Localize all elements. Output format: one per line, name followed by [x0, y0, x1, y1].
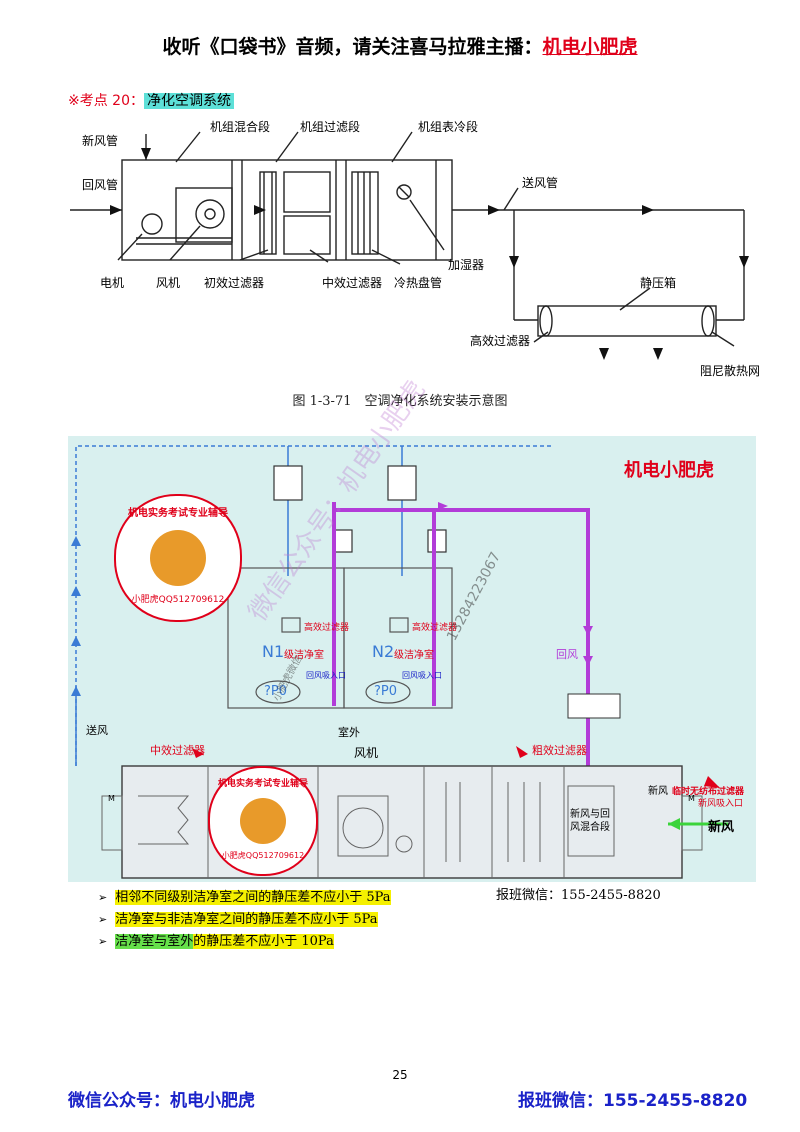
static-pressure-box: [537, 305, 717, 337]
label-hepa-1: 高效过滤器: [304, 623, 350, 633]
label-return: 回风: [556, 648, 578, 661]
label-hepa-2: 高效过滤器: [412, 623, 458, 633]
brand-badge-small: 机电实务考试专业辅导 小肥虎QQ512709612: [208, 766, 318, 876]
badge-text-large: 机电实务考试专业辅导: [128, 508, 228, 519]
badge-qq-large: 小肥虎QQ512709612: [131, 595, 225, 605]
label-fan-2: 风机: [354, 746, 379, 760]
cleanroom-diagram-svg: [71, 445, 728, 879]
page-header: 收听《口袋书》音频，请关注喜马拉雅主播：机电小肥虎: [0, 32, 800, 59]
label-primary-filter: 初效过滤器: [204, 276, 265, 290]
ahu-casing: [121, 159, 453, 261]
header-prefix: 收听《口袋书》音频，请关注喜马拉雅主播：: [162, 36, 543, 58]
hepa-n2: [389, 617, 409, 633]
note-bullet-icon: ➢: [98, 935, 108, 948]
label-motor: 电机: [100, 276, 125, 290]
label-fresh-air: 新风: [708, 820, 735, 835]
register-wechat: 报班微信：155-2455-8820: [496, 888, 661, 903]
label-p-n1: ?P0: [264, 684, 288, 699]
key-point-topic: 净化空调系统: [144, 93, 234, 109]
supply-damper-n1: [273, 465, 303, 501]
fan-wheel: [195, 199, 225, 229]
label-n1: N1: [262, 642, 285, 661]
label-filter-section: 机组过滤段: [300, 120, 361, 134]
return-damper: [567, 693, 621, 719]
label-n2-level: 级洁净室: [394, 650, 434, 661]
humidifier-symbol: [396, 184, 412, 200]
label-n1-level: 级洁净室: [284, 650, 324, 661]
note-3: ➢洁净室与室外的静压差不应小于 10Pa: [98, 934, 334, 949]
cooling-coil: [351, 171, 379, 255]
label-medium-filter-2: 中效过滤器: [150, 744, 205, 757]
figure-cleanroom-diagram: 机电实务考试专业辅导 小肥虎QQ512709612 机电实务考试专业辅导 小肥虎…: [68, 375, 756, 882]
cleanroom-n2: [343, 567, 453, 709]
tiger-logo-icon-2: [240, 798, 286, 844]
label-fresh-air-pipe: 新风管: [82, 134, 119, 148]
badge-qq-small: 小肥虎QQ512709612: [221, 851, 305, 860]
label-coarse-filter: 粗效过滤器: [532, 744, 587, 757]
label-hepa-filter: 高效过滤器: [470, 334, 531, 348]
label-return-inlet-2: 回风吸入口: [402, 671, 442, 680]
note-bullet-icon: ➢: [98, 913, 108, 926]
header-brand[interactable]: 机电小肥虎: [542, 36, 638, 58]
label-temp-filter: 临时无纺布过滤器: [672, 787, 745, 797]
motor-symbol: [141, 213, 163, 235]
note-1: ➢相邻不同级别洁净室之间的静压差不应小于 5Pa: [98, 890, 391, 905]
brand-badge-large: 机电实务考试专业辅导 小肥虎QQ512709612: [114, 494, 242, 622]
label-mix-section: 新风与回风混合段: [570, 809, 610, 833]
ahu-schematic-svg: [70, 131, 749, 360]
label-coil: 冷热盘管: [394, 276, 443, 290]
label-supply: 送风: [86, 724, 108, 737]
medium-filter-top: [283, 171, 331, 213]
label-fan: 风机: [156, 276, 181, 290]
label-damper-net: 阻尼散热网: [700, 364, 761, 378]
note-2: ➢洁净室与非洁净室之间的静压差不应小于 5Pa: [98, 912, 378, 927]
label-return-air-pipe: 回风管: [82, 178, 119, 192]
figure-ahu-schematic: 新风管 回风管 机组混合段 机组过滤段 机组表冷段 送风管 电机 风机 初效过滤…: [60, 110, 780, 390]
page-number: 25: [392, 1068, 408, 1082]
label-supply-pipe: 送风管: [522, 176, 559, 190]
label-return-inlet-1: 回风吸入口: [306, 671, 346, 680]
note-bullet-icon: ➢: [98, 891, 108, 904]
label-mixing-section: 机组混合段: [210, 120, 271, 134]
label-medium-filter: 中效过滤器: [322, 276, 383, 290]
label-p-n2: ?P0: [374, 684, 398, 699]
supply-damper-n2: [387, 465, 417, 501]
label-fresh-air-top: 新风: [648, 786, 668, 797]
label-static-box: 静压箱: [640, 276, 677, 290]
figure-caption: 图 1-3-71 空调净化系统安装示意图: [292, 394, 508, 409]
fan-housing: [175, 187, 233, 243]
label-humidifier: 加湿器: [448, 258, 485, 272]
primary-filter: [259, 171, 277, 255]
footer-register-wechat[interactable]: 报班微信：155-2455-8820: [518, 1091, 748, 1111]
footer-wechat-account[interactable]: 微信公众号：机电小肥虎: [68, 1091, 255, 1111]
fan-wheel-2: [342, 807, 384, 849]
label-n2: N2: [372, 642, 395, 661]
label-outdoor: 室外: [338, 726, 360, 739]
hepa-n1: [281, 617, 301, 633]
tiger-logo-icon: [150, 530, 206, 586]
label-motor-left: M: [108, 794, 115, 803]
medium-filter-bottom: [283, 215, 331, 255]
badge-text-small: 机电实务考试专业辅导: [217, 779, 308, 789]
key-point-mark: ※考点 20：: [68, 93, 144, 109]
key-point-title: ※考点 20：净化空调系统: [68, 90, 234, 110]
label-cooling-section: 机组表冷段: [418, 120, 479, 134]
label-fresh-inlet: 新风吸入口: [698, 799, 744, 809]
label-motor-right: M: [688, 794, 695, 803]
diagram-brand: 机电小肥虎: [624, 460, 714, 481]
